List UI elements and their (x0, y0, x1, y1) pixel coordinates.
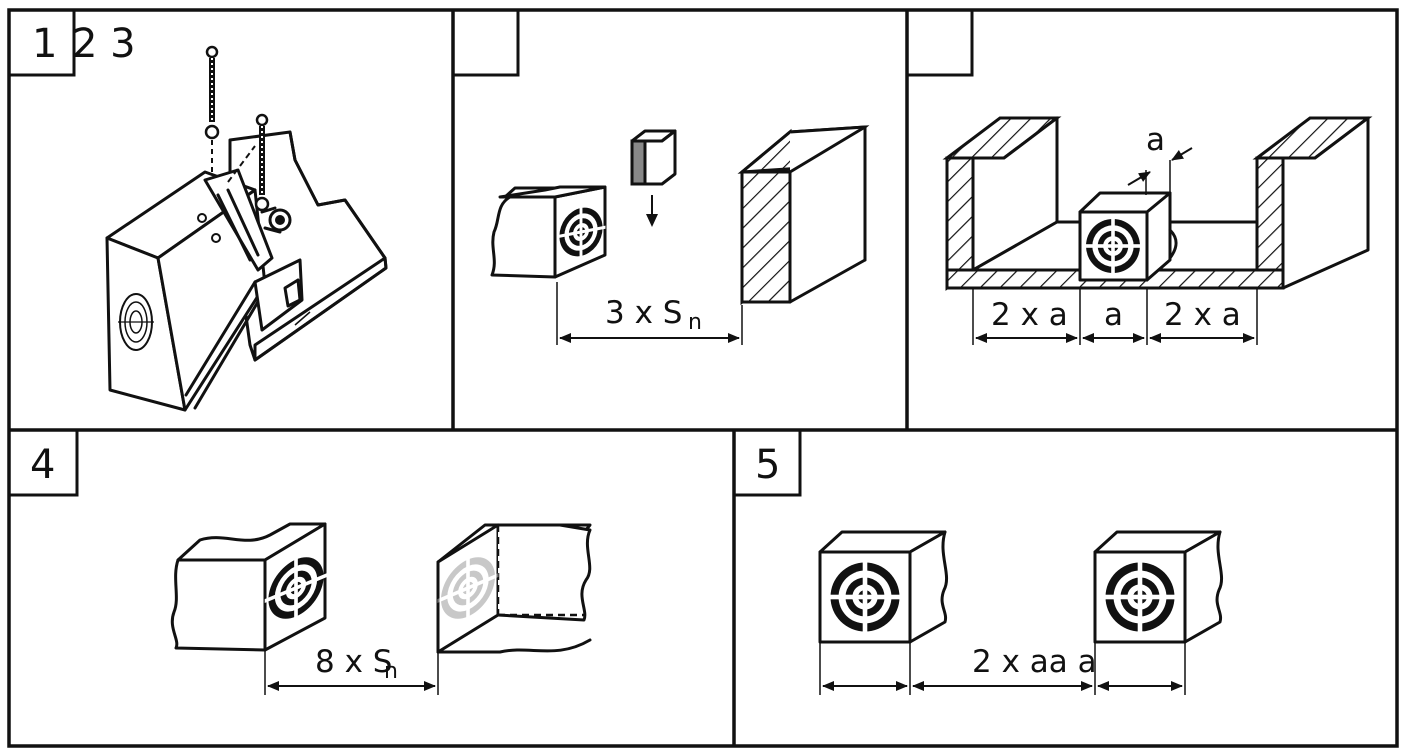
panel-5: 5 2 x aa a (732, 428, 1224, 695)
p2-dimension-label: 3 x S (605, 295, 682, 331)
sensor-cube (490, 185, 607, 279)
panel-4: 4 (7, 428, 592, 695)
panel-4-label-box (7, 428, 79, 497)
panel-5-label: 5 (755, 442, 780, 488)
panel-4-label: 4 (30, 442, 55, 488)
sensor-cube-ghost (436, 523, 592, 654)
sensor-cube (818, 530, 949, 644)
panel-2-label-box (451, 8, 520, 77)
panel-1-label-box (7, 8, 76, 77)
mounting-screw-icon (254, 113, 270, 212)
panel-1-label: 1 (32, 21, 57, 67)
sensor-cube (1078, 191, 1178, 282)
mounting-screw-icon (204, 45, 220, 172)
panel-1-label-extra: 2 3 (72, 21, 136, 67)
sensor-cube (170, 522, 328, 652)
panel-2: 3 x S n (451, 8, 870, 345)
target-block (630, 129, 677, 186)
p4-dimension-label: 8 x S (315, 644, 392, 680)
panel-1: 1 2 3 (7, 8, 388, 412)
p3-mid-label: a (1104, 297, 1123, 333)
p3-left-label: 2 x a (991, 297, 1068, 333)
panel-3: a 2 x a a 2 x a (905, 8, 1373, 345)
sensing-face-icon (118, 293, 154, 351)
sensor-cube (1093, 530, 1224, 644)
panel-3-label-box (905, 8, 974, 77)
arrow-down-icon (646, 195, 658, 227)
p5-dimension-label: 2 x aa a (972, 644, 1097, 680)
p4-dimension-sub: n (384, 659, 398, 684)
panel-5-label-box (732, 428, 802, 497)
hatched-wall-icon (737, 125, 870, 306)
p2-dimension-sub: n (688, 310, 702, 335)
p3-a-top-label: a (1146, 122, 1165, 158)
p3-right-label: 2 x a (1164, 297, 1241, 333)
